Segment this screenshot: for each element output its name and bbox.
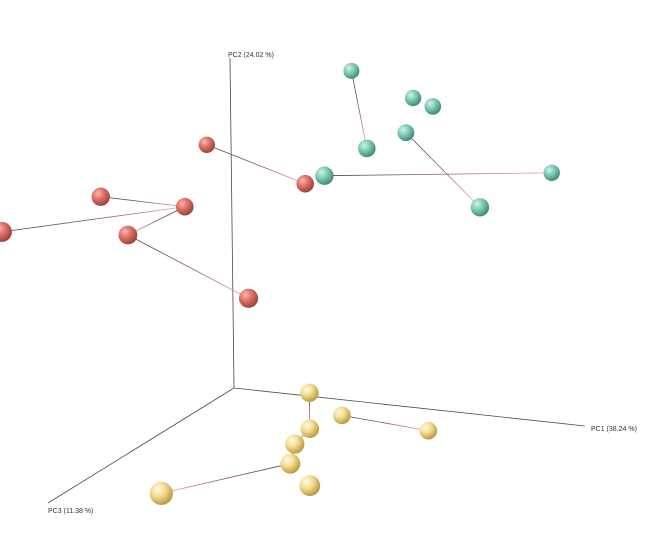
data-point-sphere (91, 187, 110, 206)
connector-line (1, 206, 185, 233)
data-point-sphere (358, 139, 376, 158)
data-point-sphere (198, 136, 215, 153)
pc2-axis-label: PC2 (24.02 %) (228, 52, 274, 59)
connector-line (341, 415, 429, 432)
connector-line (405, 132, 481, 208)
data-point-sphere (333, 406, 351, 425)
data-points (0, 62, 560, 505)
connector-line (100, 196, 185, 208)
pc3-axis-label: PC3 (11.38 %) (48, 508, 93, 515)
data-point-sphere (397, 124, 415, 142)
data-point-sphere (118, 225, 138, 245)
connector-line (127, 234, 249, 299)
data-point-sphere (470, 198, 490, 217)
connector-line (206, 144, 306, 185)
data-point-sphere (419, 421, 438, 440)
connector-lines (1, 70, 552, 494)
data-point-sphere (176, 197, 194, 216)
data-point-sphere (300, 419, 319, 438)
data-point-sphere (299, 475, 321, 496)
data-point-sphere (315, 166, 334, 185)
pc1-axis-label: PC1 (38.24 %) (591, 426, 637, 433)
data-point-sphere (0, 221, 12, 242)
connector-line (324, 172, 552, 177)
data-point-sphere (285, 434, 305, 454)
axes: PC1 (38.24 %) PC2 (24.02 %) PC3 (11.38 %… (47, 52, 637, 515)
data-point-sphere (424, 98, 442, 115)
data-point-sphere (343, 62, 360, 79)
data-point-sphere (238, 288, 259, 308)
data-point-sphere (280, 453, 301, 474)
data-point-sphere (300, 383, 319, 402)
pc2-axis (229, 57, 235, 389)
connector-line (351, 70, 368, 149)
pc3-axis (47, 387, 235, 504)
pc1-axis (233, 387, 586, 427)
data-point-sphere (149, 481, 173, 505)
data-point-sphere (296, 174, 315, 193)
connector-line (161, 463, 291, 494)
data-point-sphere (404, 89, 422, 107)
connector-line (127, 206, 185, 236)
data-point-sphere (543, 164, 560, 181)
